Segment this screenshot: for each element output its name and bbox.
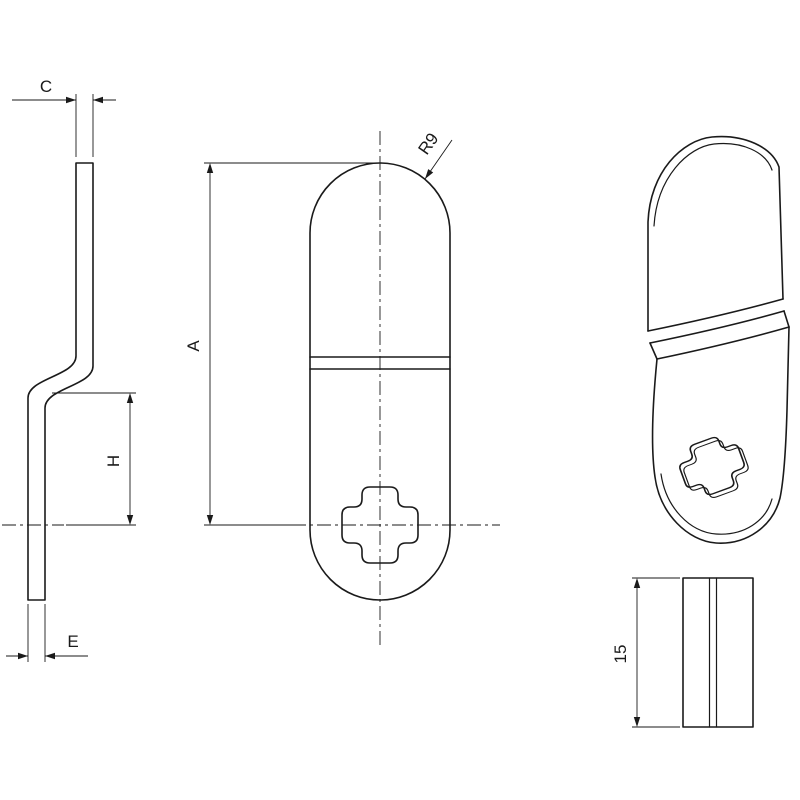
iso-bend-line xyxy=(647,298,784,332)
dim-label-e: E xyxy=(67,632,78,651)
cam-body-outline xyxy=(309,162,451,601)
arrowhead xyxy=(126,393,134,403)
iso-view xyxy=(647,135,790,544)
dim-label-c: C xyxy=(40,77,52,96)
iso-top-thickness-edge xyxy=(653,142,773,227)
iso-bend-line xyxy=(656,326,790,360)
arrowhead xyxy=(93,96,103,104)
arrowhead xyxy=(18,652,28,660)
iso-cam-hole xyxy=(679,436,745,496)
dim-label-15: 15 xyxy=(611,645,630,664)
dim-label-a: A xyxy=(184,340,203,352)
iso-bend-jog xyxy=(783,310,790,328)
arrowhead xyxy=(206,163,214,173)
radius-label: R9 xyxy=(414,129,442,158)
side-profile-outline xyxy=(27,162,94,601)
arrowhead xyxy=(633,717,641,727)
iso-bend-line xyxy=(649,310,785,344)
edge-view: 15 xyxy=(611,577,754,728)
side-view: C E H xyxy=(2,77,136,662)
dim-label-h: H xyxy=(104,455,123,467)
cam-hole xyxy=(341,486,419,564)
iso-bend-jog xyxy=(649,342,658,360)
arrowhead xyxy=(206,515,214,525)
arrowhead xyxy=(425,169,434,179)
iso-cam-hole-depth xyxy=(683,440,749,498)
arrowhead xyxy=(633,578,641,588)
iso-lower-plate xyxy=(651,326,790,544)
iso-upper-plate xyxy=(647,135,784,332)
edge-view-outline xyxy=(682,577,754,728)
arrowhead xyxy=(66,96,76,104)
arrowhead xyxy=(126,515,134,525)
iso-bottom-thickness-edge xyxy=(660,473,773,535)
front-view: A R9 xyxy=(184,129,500,648)
arrowhead xyxy=(45,652,55,660)
